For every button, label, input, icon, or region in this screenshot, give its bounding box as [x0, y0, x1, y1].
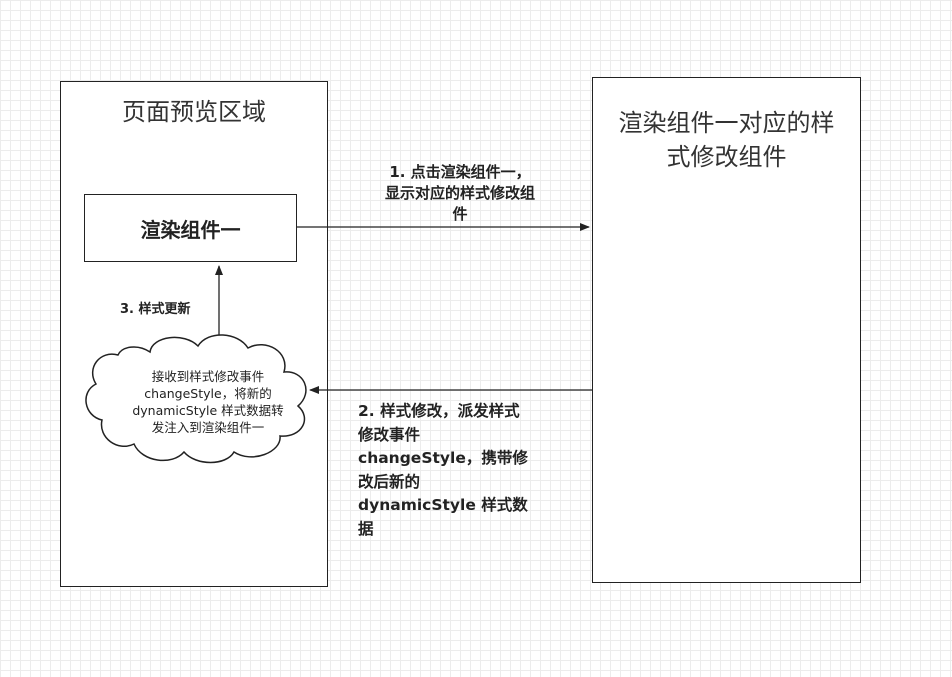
step1-label: 1. 点击渲染组件一， 显示对应的样式修改组 件 — [360, 162, 560, 225]
cloud-text: 接收到样式修改事件 changeStyle，将新的 dynamicStyle 样… — [108, 368, 308, 436]
step3-label: 3. 样式更新 — [120, 302, 191, 317]
step1-line1: 1. 点击渲染组件一， — [389, 163, 531, 181]
step2-label: 2. 样式修改，派发样式 修改事件 changeStyle，携带修 改后新的 d… — [358, 400, 558, 541]
step2-line4: 改后新的 — [358, 472, 421, 491]
render-component-box[interactable]: 渲染组件一 — [84, 194, 297, 262]
style-editor-title-line1: 渲染组件一对应的样 — [618, 109, 835, 137]
cloud-line4: 发注入到渲染组件一 — [151, 420, 265, 435]
cloud-line1: 接收到样式修改事件 — [151, 369, 265, 384]
step1-line2: 显示对应的样式修改组 — [384, 184, 535, 202]
render-component-label: 渲染组件一 — [140, 217, 241, 242]
style-editor-area — [592, 77, 861, 583]
preview-area — [60, 81, 328, 587]
step2-line5: dynamicStyle 样式数 — [358, 496, 528, 514]
step2-line6: 据 — [358, 519, 374, 538]
style-editor-area-title: 渲染组件一对应的样 式修改组件 — [600, 106, 853, 174]
cloud-line2: changeStyle，将新的 — [144, 386, 272, 401]
step2-line2: 修改事件 — [358, 425, 421, 444]
preview-area-title: 页面预览区域 — [122, 98, 266, 126]
step2-line3: changeStyle，携带修 — [358, 449, 528, 467]
cloud-shape — [85, 334, 307, 464]
cloud-line3: dynamicStyle 样式数据转 — [132, 403, 284, 418]
step2-line1: 2. 样式修改，派发样式 — [358, 402, 520, 420]
style-editor-title-line2: 式修改组件 — [666, 143, 787, 171]
step1-line3: 件 — [452, 205, 468, 223]
